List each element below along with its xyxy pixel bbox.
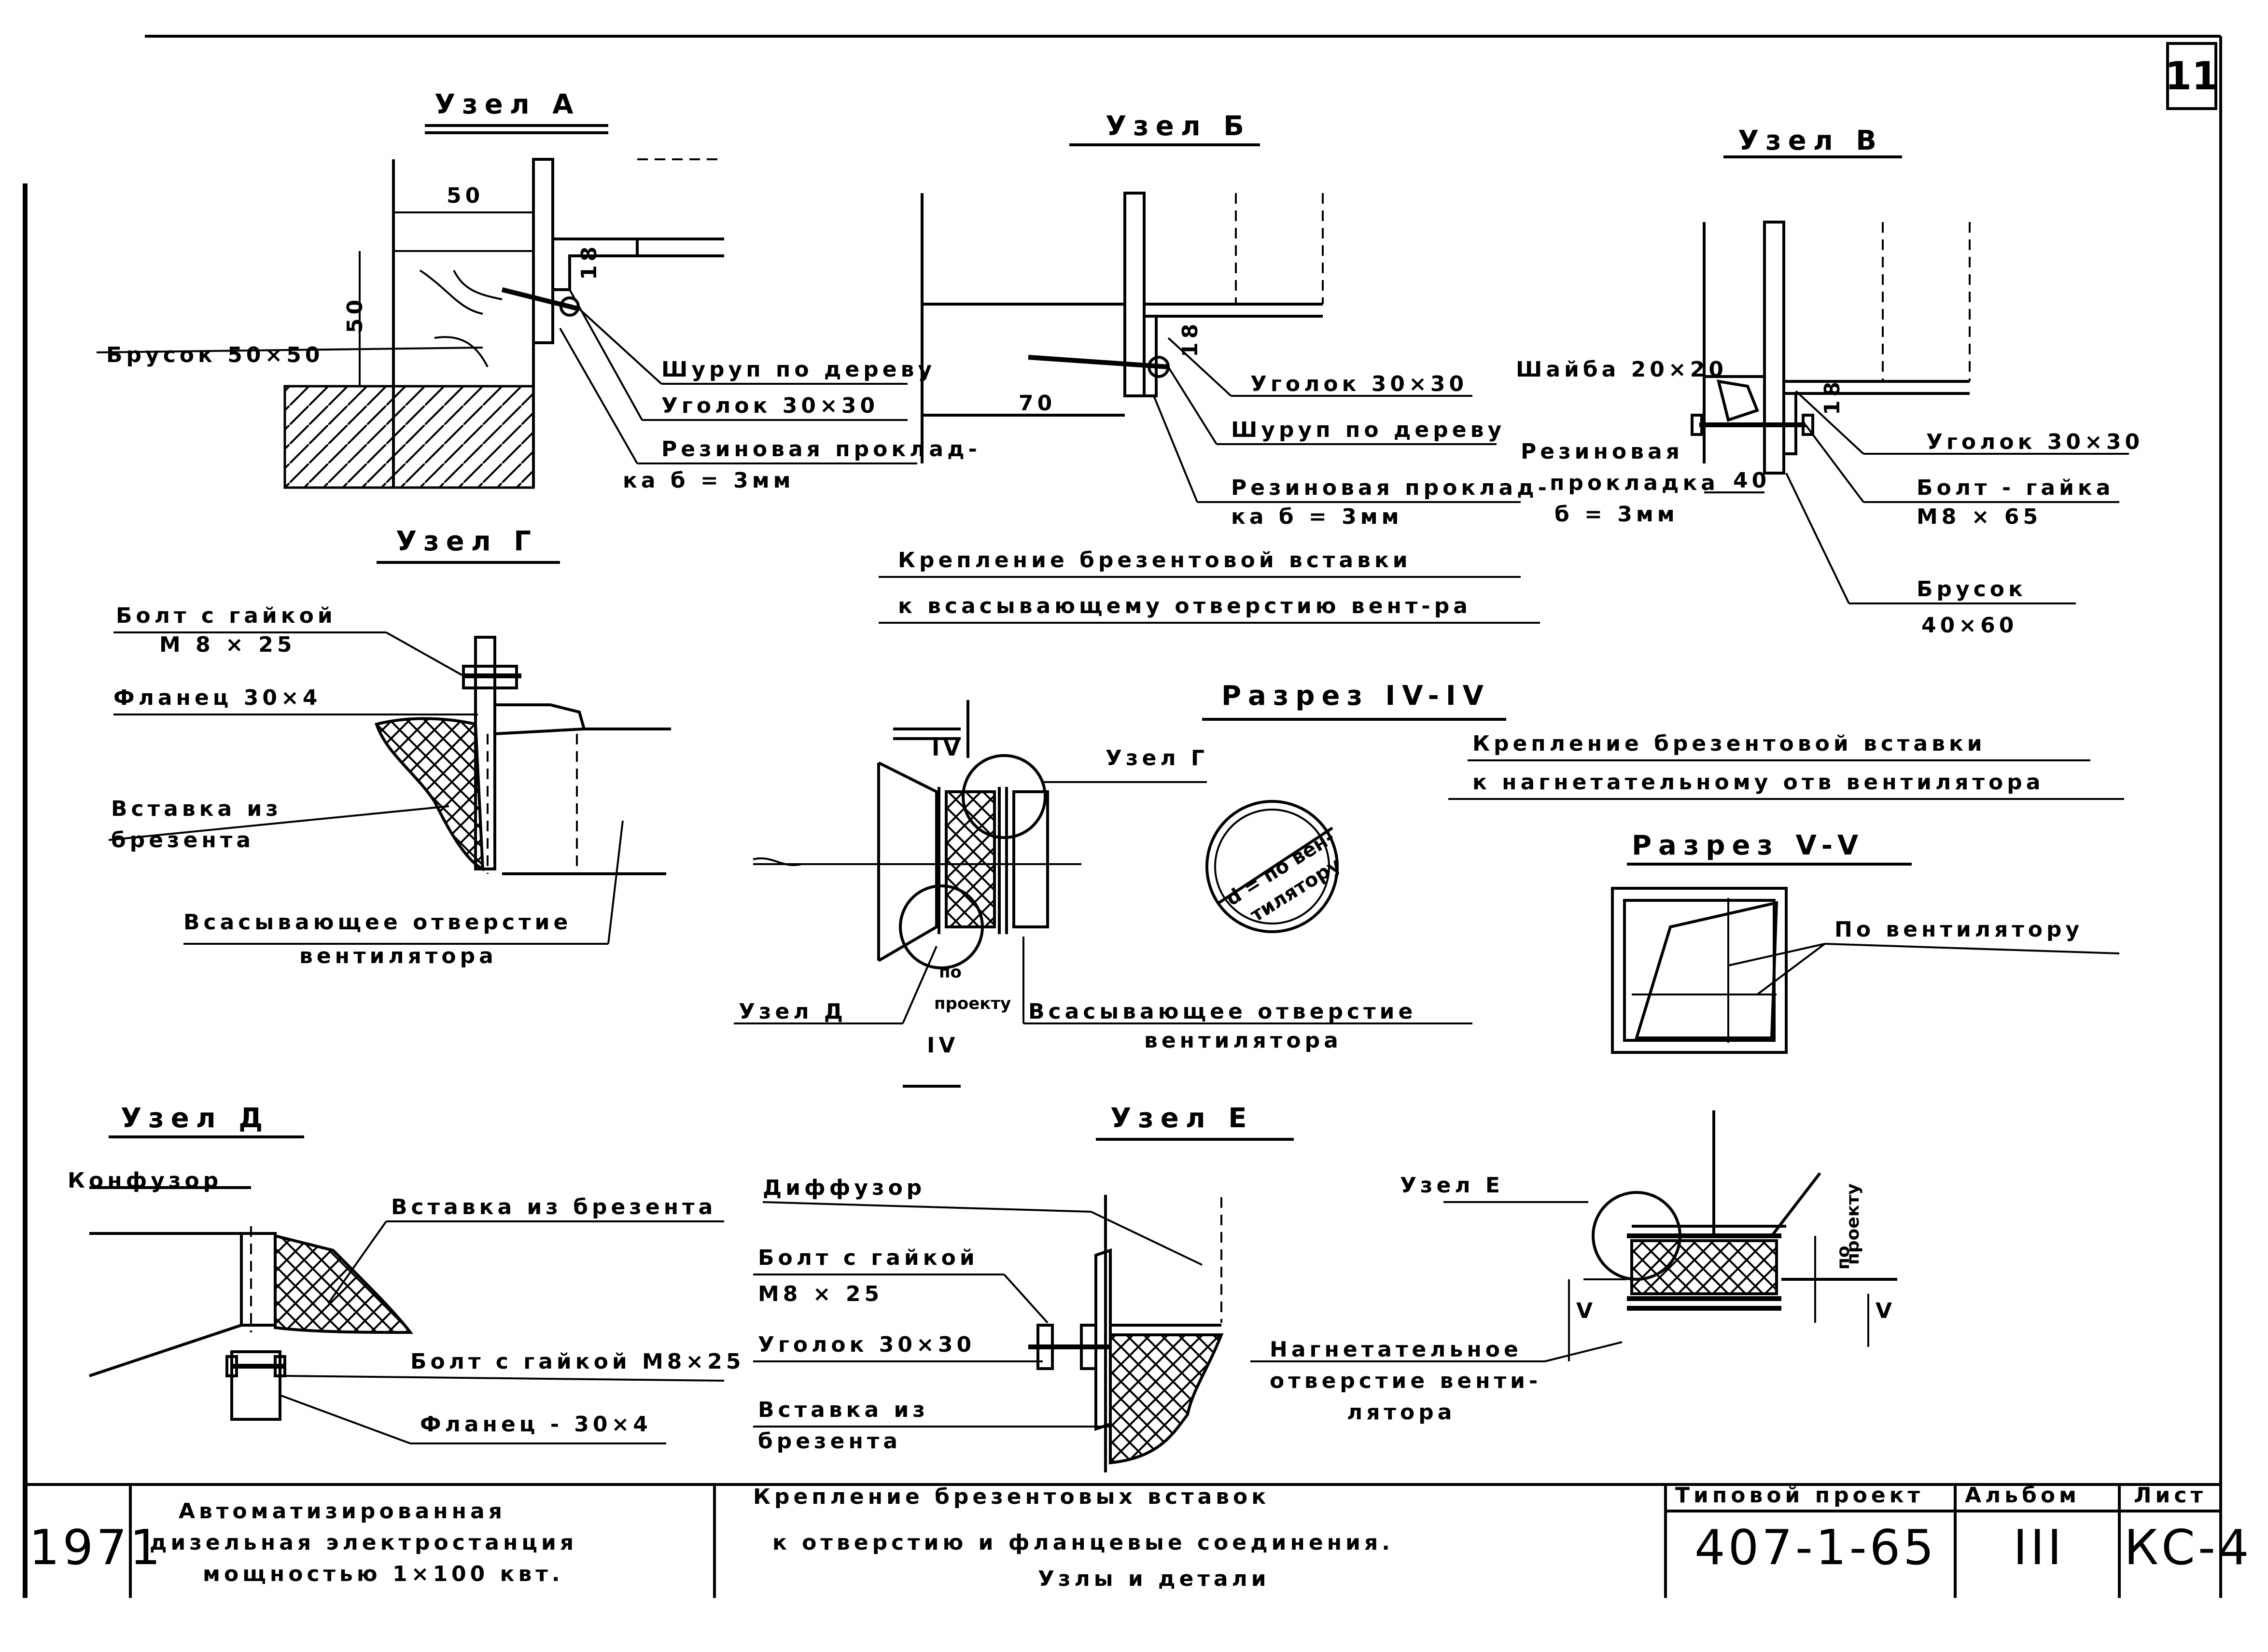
- node-v: Узел В 40 18: [1691, 125, 2129, 604]
- diameter-stamp: [1205, 800, 1339, 933]
- album-label: Альбом: [1965, 1483, 2080, 1508]
- right-label-otv-1: Нагнетательное: [1270, 1337, 1522, 1362]
- node-a-dim-50-v: 50: [343, 296, 367, 333]
- node-g-label-otv-2: вентилятора: [299, 944, 497, 968]
- center-label-uzel-g: Узел Г: [1106, 746, 1208, 770]
- node-e-label-vstavka-1: Вставка из: [758, 1398, 929, 1422]
- right-label-po-proektu-2: проекту: [1843, 1183, 1863, 1265]
- project-value: 407-1-65: [1694, 1519, 1937, 1576]
- node-b: Узел Б 70 18: [879, 111, 1540, 624]
- node-e: Узел Е: [753, 1103, 1294, 1472]
- right-label-otv-3: лятора: [1347, 1400, 1456, 1425]
- node-a-label-rezina-2: ка б = 3мм: [623, 468, 795, 493]
- title-sheet-2: к отверстию и фланцевые соединения.: [772, 1530, 1394, 1555]
- node-e-label-bolt-2: М8 × 25: [758, 1282, 883, 1306]
- node-a-dim-50-h: 50: [447, 183, 484, 208]
- list-label: Лист: [2134, 1483, 2207, 1508]
- node-b-label-ugolok: Уголок 30×30: [1250, 372, 1468, 396]
- title-sheet-3: Узлы и детали: [1038, 1567, 1270, 1591]
- section-iv-caption-2: к нагнетательному отв вентилятора: [1472, 770, 2044, 795]
- node-g-label-vstavka-1: Вставка из: [111, 797, 282, 821]
- sheet-number: 11: [2165, 54, 2218, 98]
- title-year: 1971: [29, 1519, 164, 1576]
- node-d-label-flanets: Фланец - 30×4: [420, 1412, 652, 1437]
- center-mark-iv-top: IV: [932, 736, 964, 761]
- title-sheet-1: Крепление брезентовых вставок: [753, 1484, 1270, 1509]
- node-d-label-bolt: Болт с гайкой М8×25: [410, 1349, 744, 1374]
- node-d-title: Узел Д: [121, 1103, 269, 1134]
- section-iv-title: Разрез IV-IV: [1221, 680, 1490, 712]
- node-d-label-vstavka: Вставка из брезента: [391, 1195, 716, 1219]
- node-v-label-bolt-1: Болт - гайка: [1917, 476, 2114, 500]
- node-a-title: Узел А: [434, 89, 580, 120]
- node-b-dim-70: 70: [1019, 391, 1056, 416]
- node-e-label-ugolok: Уголок 30×30: [758, 1332, 975, 1357]
- node-g-label-bolt-1: Болт с гайкой: [116, 603, 336, 628]
- node-v-title: Узел В: [1738, 125, 1883, 156]
- node-v-dim-18: 18: [1820, 378, 1845, 415]
- title-object-2: дизельная электростанция: [150, 1530, 577, 1555]
- node-a-label-shurup: Шуруп по дереву: [661, 357, 936, 382]
- section-v-title: Разрез V-V: [1632, 830, 1865, 861]
- title-block: [129, 1484, 2221, 1598]
- node-v-dim-40: 40: [1733, 468, 1770, 493]
- node-v-label-rezina-2: прокладка: [1550, 471, 1719, 495]
- right-label-uzel-e: Узел Е: [1400, 1173, 1504, 1198]
- node-v-label-ugolok: Уголок 30×30: [1926, 430, 2143, 454]
- section-iv: [1202, 718, 2124, 800]
- section-v-label: По вентилятору: [1834, 917, 2083, 942]
- node-e-label-diffuzor: Диффузор: [763, 1176, 925, 1200]
- node-b-caption-2: к всасывающему отверстию вент-ра: [898, 594, 1471, 618]
- album-value: III: [2013, 1519, 2064, 1576]
- node-e-label-vstavka-2: брезента: [758, 1429, 901, 1454]
- project-label: Типовой проект: [1675, 1483, 1924, 1508]
- section-v: [1611, 863, 2120, 1054]
- title-object-1: Автоматизированная: [179, 1499, 506, 1524]
- discharge-assembly: [1250, 1110, 1897, 1362]
- node-g-label-bolt-2: М 8 × 25: [159, 632, 295, 657]
- node-a-label-ugolok: Уголок 30×30: [661, 393, 879, 418]
- node-v-label-bolt-2: М8 × 65: [1917, 504, 2042, 529]
- node-v-label-shaiba: Шайба 20×20: [1516, 357, 1727, 382]
- node-d-label-konfuzor: Конфузор: [68, 1168, 222, 1193]
- node-b-label-rezina-1: Резиновая проклад-: [1231, 476, 1551, 500]
- node-b-label-shurup: Шуруп по дереву: [1231, 418, 1505, 442]
- center-view: [734, 700, 1472, 1088]
- center-label-otv-2: вентилятора: [1144, 1028, 1342, 1053]
- node-v-label-rezina-3: б = 3мм: [1554, 502, 1679, 527]
- right-mark-v-2: V: [1876, 1299, 1896, 1323]
- node-g: Узел Г: [108, 526, 671, 945]
- center-label-po-proektu-2: проекту: [934, 994, 1011, 1013]
- node-d: Узел Д: [89, 1103, 725, 1444]
- node-g-label-otv-1: Всасывающее отверстие: [183, 910, 572, 935]
- right-label-otv-2: отверстие венти-: [1270, 1369, 1541, 1393]
- right-mark-v-1: V: [1576, 1299, 1596, 1323]
- center-label-po-proektu-1: по: [939, 963, 962, 982]
- sheet-frame: [23, 35, 2222, 1598]
- node-b-title: Узел Б: [1106, 111, 1251, 142]
- node-a-dim-18: 18: [577, 243, 602, 280]
- node-v-label-brusok-2: 40×60: [1921, 613, 2017, 638]
- center-mark-iv-bottom: IV: [927, 1033, 959, 1058]
- node-b-label-rezina-2: ка б = 3мм: [1231, 504, 1403, 529]
- list-value: КС-4: [2124, 1519, 2252, 1576]
- node-a-label-brusok: Брусок 50×50: [106, 343, 324, 367]
- node-v-label-rezina-1: Резиновая: [1521, 439, 1683, 464]
- node-g-label-flanets: Фланец 30×4: [113, 686, 321, 710]
- center-label-uzel-d: Узел Д: [739, 999, 847, 1024]
- center-label-otv-1: Всасывающее отверстие: [1028, 999, 1416, 1024]
- node-e-title: Узел Е: [1110, 1103, 1253, 1134]
- node-b-dim-18: 18: [1178, 320, 1203, 357]
- node-a-label-rezina-1: Резиновая проклад-: [661, 437, 981, 462]
- node-b-caption-1: Крепление брезентовой вставки: [898, 548, 1412, 573]
- right-label-po-proektu-1: по: [1834, 1246, 1853, 1270]
- title-object-3: мощностью 1×100 квт.: [203, 1562, 564, 1586]
- node-g-title: Узел Г: [396, 526, 538, 557]
- node-a: Узел А 50 50 18: [96, 89, 917, 489]
- section-iv-caption-1: Крепление брезентовой вставки: [1472, 731, 1986, 756]
- node-g-label-vstavka-2: брезента: [111, 828, 254, 853]
- node-e-label-bolt-1: Болт с гайкой: [758, 1246, 979, 1270]
- node-v-label-brusok-1: Брусок: [1917, 577, 2027, 602]
